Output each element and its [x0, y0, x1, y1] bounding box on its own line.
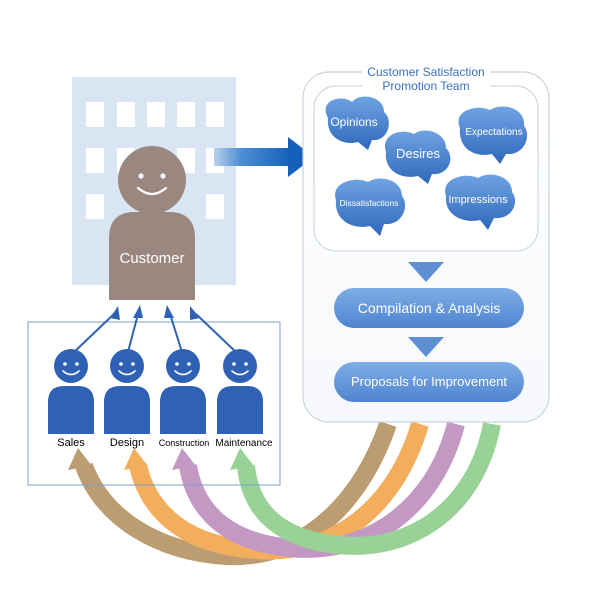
bubble-opinions-label: Opinions	[330, 115, 377, 129]
down-arrow-icon	[408, 262, 444, 282]
staff-design	[104, 349, 150, 434]
step-proposals: Proposals for Improvement	[334, 362, 524, 402]
smile-icon	[136, 186, 168, 196]
staff-to-customer-arrows	[71, 305, 239, 355]
staff-maintenance	[217, 349, 263, 434]
bubble-desires: Desires	[384, 130, 451, 184]
bubble-opinions: Opinions	[325, 96, 389, 150]
bubble-dissatisfactions-label: Dissatisfactions	[339, 198, 398, 208]
bubble-dissatisfactions: Dissatisfactions	[335, 178, 406, 236]
feedback-arrowhead-sales	[68, 448, 92, 470]
feedback-ribbon-sales	[75, 421, 397, 566]
staff-box	[27, 321, 281, 486]
feedback-arrowhead-maintenance	[230, 448, 254, 470]
staff-construction	[160, 349, 206, 434]
staff-label-maintenance: Maintenance	[215, 438, 273, 449]
step-compilation-label: Compilation & Analysis	[358, 300, 500, 316]
feedback-arrowhead-design	[124, 448, 148, 470]
team-title-line1: Customer Satisfaction	[367, 65, 484, 79]
bubble-impressions-label: Impressions	[448, 194, 508, 206]
customer-label: Customer	[119, 250, 184, 267]
staff-label-construction: Construction	[159, 438, 210, 448]
step-compilation: Compilation & Analysis	[334, 288, 524, 328]
eye-icon	[138, 173, 144, 179]
flow-arrow	[214, 137, 314, 177]
staff-label-sales: Sales	[57, 437, 85, 449]
step-proposals-label: Proposals for Improvement	[351, 374, 507, 389]
bubble-desires-label: Desires	[396, 146, 441, 161]
feedback-ribbon-construction	[179, 421, 465, 558]
bubble-expectations: Expectations	[458, 106, 528, 164]
bubble-expectations-label: Expectations	[465, 127, 522, 138]
feedback-ribbon-maintenance	[237, 422, 501, 555]
feedback-ribbons	[68, 421, 501, 566]
customer-figure: Customer	[109, 146, 195, 300]
down-arrow-icon	[408, 337, 444, 357]
feedback-arrowhead-construction	[172, 448, 196, 470]
team-title-line2: Promotion Team	[382, 79, 469, 93]
staff-label-design: Design	[110, 437, 144, 449]
bubble-impressions: Impressions	[445, 174, 516, 230]
staff-sales	[48, 349, 94, 434]
eye-icon	[160, 173, 166, 179]
